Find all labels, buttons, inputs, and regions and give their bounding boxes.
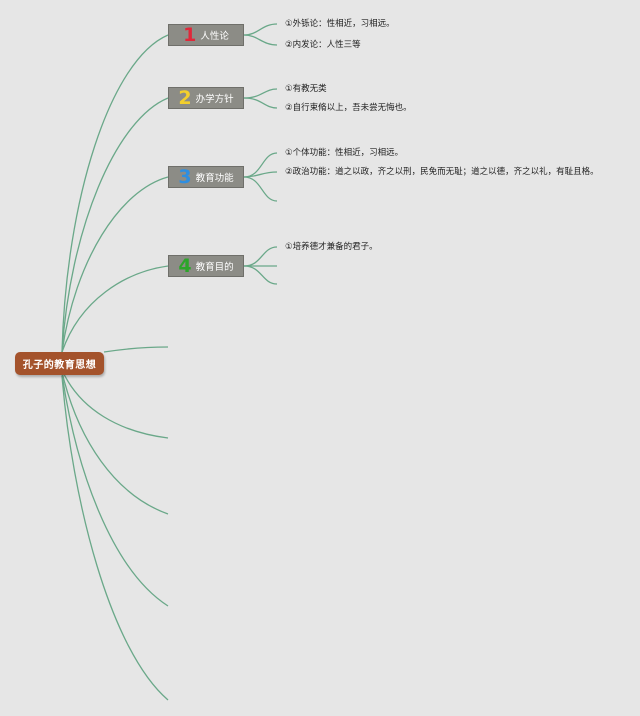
connector-t3-leaf-1 — [243, 152, 278, 178]
connector-root-topic-3 — [61, 176, 169, 353]
root-node[interactable]: 孔子的教育思想 — [15, 352, 104, 375]
topic-3-leaf-1[interactable]: ①个体功能：性相近，习相远。 — [285, 148, 404, 158]
topic-node-2[interactable]: 2 办学方针 — [168, 87, 244, 109]
connector-t3-leaf-2 — [243, 171, 278, 178]
connector-root-empty-4 — [61, 373, 169, 607]
topic-1-leaf-1[interactable]: ①外铄论：性相近，习相远。 — [285, 19, 395, 29]
connector-root-topic-2 — [61, 97, 169, 353]
topic-node-4[interactable]: 4 教育目的 — [168, 255, 244, 277]
connector-t2-leaf-1 — [243, 88, 278, 99]
connector-root-empty-1 — [103, 346, 169, 353]
topic-label-2: 办学方针 — [195, 94, 234, 105]
topic-4-leaf-1[interactable]: ①培养德才兼备的君子。 — [285, 242, 378, 252]
connector-root-empty-2 — [61, 369, 169, 439]
topic-label-1: 人性论 — [200, 31, 229, 42]
connector-root-topic-1 — [61, 34, 169, 353]
connector-t2-leaf-2 — [243, 97, 278, 109]
topic-number-3: 3 — [178, 165, 192, 188]
connector-t4-leaf-3 — [243, 265, 278, 285]
topic-label-4: 教育目的 — [195, 262, 234, 273]
topic-1-leaf-2[interactable]: ②内发论：人性三等 — [285, 40, 361, 50]
topic-node-1[interactable]: 1 人性论 — [168, 24, 244, 46]
topic-number-1: 1 — [183, 23, 197, 46]
connector-t3-leaf-3 — [243, 176, 278, 202]
topic-node-3[interactable]: 3 教育功能 — [168, 166, 244, 188]
connector-root-topic-4 — [61, 265, 169, 353]
topic-label-3: 教育功能 — [195, 173, 234, 184]
topic-2-leaf-2[interactable]: ②自行束脩以上，吾未尝无悔也。 — [285, 103, 412, 113]
topic-number-4: 4 — [178, 254, 192, 277]
topic-number-2: 2 — [178, 86, 192, 109]
connector-t1-leaf-1 — [243, 23, 278, 36]
topic-3-leaf-2[interactable]: ②政治功能：道之以政，齐之以刑，民免而无耻；道之以德，齐之以礼，有耻且格。 — [285, 167, 599, 177]
connector-t1-leaf-2 — [243, 34, 278, 46]
topic-2-leaf-1[interactable]: ①有教无类 — [285, 84, 327, 94]
connector-root-empty-5 — [61, 375, 169, 701]
root-node-label: 孔子的教育思想 — [22, 360, 97, 371]
connector-t4-leaf-1 — [243, 246, 278, 267]
connector-root-empty-3 — [61, 371, 169, 515]
